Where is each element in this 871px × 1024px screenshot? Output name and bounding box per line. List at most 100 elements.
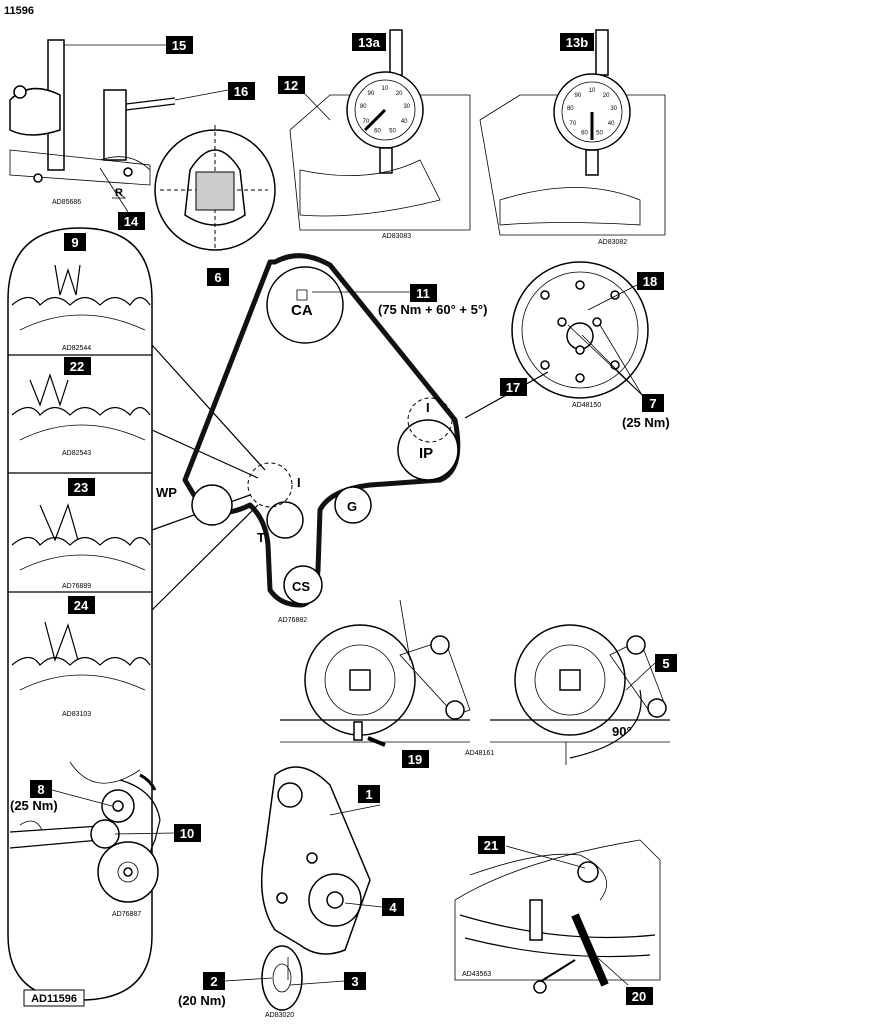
svg-text:2: 2: [210, 974, 217, 989]
dial-13a-scale-label: 30: [403, 104, 410, 110]
callout-9: 9: [64, 233, 86, 251]
camshaft-pulley: [266, 266, 344, 344]
svg-text:11: 11: [416, 286, 430, 301]
ref-ad43563: AD43563: [462, 971, 491, 978]
guide-pulley: [334, 486, 372, 524]
callout-7: 7: [642, 394, 664, 412]
injection-pump-pulley: [397, 419, 459, 481]
ref-ad83083: AD83083: [382, 233, 411, 240]
timing-belt-layout: [182, 253, 461, 608]
callout-5: 5: [655, 654, 677, 672]
svg-text:13a: 13a: [358, 35, 380, 50]
svg-text:15: 15: [172, 38, 186, 53]
callout-24: 24: [68, 596, 95, 614]
dial-13b-scale-label: 60: [581, 131, 588, 137]
dial-13a-scale-label: 20: [396, 91, 403, 97]
svg-text:5: 5: [662, 656, 669, 671]
torque-11: (75 Nm + 60° + 5°): [378, 302, 487, 317]
svg-text:12: 12: [284, 78, 298, 93]
engine-bracket-illustration: [260, 766, 371, 1011]
dial-13b-scale-label: 10: [589, 88, 596, 94]
tensioner-adjust-illustration: [9, 761, 161, 903]
callout-13b: 13b: [560, 33, 594, 51]
label-cs: CS: [292, 579, 310, 594]
svg-text:10: 10: [180, 826, 194, 841]
svg-text:9: 9: [71, 235, 78, 250]
dial-gauge-13b: [479, 29, 666, 236]
dial-13b-scale-label: 70: [570, 121, 577, 127]
svg-text:24: 24: [74, 598, 89, 613]
svg-text:17: 17: [506, 380, 520, 395]
callout-4: 4: [382, 898, 404, 916]
footer-code: AD11596: [31, 993, 77, 1005]
dial-13a-scale-label: 10: [382, 86, 389, 92]
lower-access-illustration: [454, 839, 661, 994]
callout-11: 11: [410, 284, 437, 302]
label-t: T: [257, 530, 265, 545]
svg-text:16: 16: [234, 84, 248, 99]
callout-21: 21: [478, 836, 505, 854]
cam-profile-detail: [154, 125, 276, 251]
svg-text:6: 6: [214, 270, 221, 285]
svg-text:7: 7: [649, 396, 656, 411]
svg-text:8: 8: [37, 782, 44, 797]
footer-code-box: AD11596: [23, 989, 85, 1007]
svg-text:13b: 13b: [566, 35, 588, 50]
angle-90: 90°: [612, 724, 632, 739]
callout-15: 15: [166, 36, 193, 54]
dial-13b-scale-label: 30: [610, 106, 617, 112]
callout-20: 20: [626, 987, 653, 1005]
dial-13b-scale-label: 90: [575, 93, 582, 99]
torque-8: (25 Nm): [10, 798, 58, 813]
svg-text:20: 20: [632, 989, 646, 1004]
ref-ad83103: AD83103: [62, 711, 91, 718]
callout-22: 22: [64, 357, 91, 375]
callout-2: 2: [203, 972, 225, 990]
label-g: G: [347, 499, 357, 514]
torque-2: (20 Nm): [178, 993, 226, 1008]
dial-gauge-13a: [289, 29, 471, 231]
ref-ad83082: AD83082: [598, 239, 627, 246]
callout-6: 6: [207, 268, 229, 286]
ref-ad48161: AD48161: [465, 750, 494, 757]
crankshaft-pulley: [283, 565, 323, 605]
ref-ad76882: AD76882: [278, 617, 307, 624]
doc-id: 11596: [4, 5, 34, 17]
callout-14: 14: [118, 212, 145, 230]
water-pump-pulley: [191, 484, 233, 526]
ref-ad82544: AD82544: [62, 345, 91, 352]
dial-13a-scale-label: 40: [401, 119, 408, 125]
dial-13a-scale-label: 50: [389, 129, 396, 135]
callout-17: 17: [500, 378, 527, 396]
callout-18: 18: [637, 272, 664, 290]
torque-7: (25 Nm): [622, 415, 670, 430]
callout-8: 8: [30, 780, 52, 798]
ref-ad83020: AD83020: [265, 1012, 294, 1019]
marker-i-t: I: [297, 475, 301, 490]
svg-text:18: 18: [643, 274, 657, 289]
label-ca: CA: [291, 302, 313, 319]
dial-13a-scale-label: 80: [360, 104, 367, 110]
ref-ad48150: AD48150: [572, 402, 601, 409]
svg-text:21: 21: [484, 838, 498, 853]
svg-text:4: 4: [389, 900, 397, 915]
callout-19: 19: [402, 750, 429, 768]
marker-i-ip: I: [426, 400, 430, 415]
svg-text:3: 3: [351, 974, 358, 989]
label-ip: IP: [419, 445, 433, 462]
ref-ad85686: AD85686: [52, 199, 81, 206]
callout-12: 12: [278, 76, 305, 94]
dial-13b-scale-label: 40: [608, 121, 615, 127]
svg-text:23: 23: [74, 480, 88, 495]
callout-1: 1: [358, 785, 380, 803]
callout-3: 3: [344, 972, 366, 990]
dial-13b-scale-label: 80: [567, 106, 574, 112]
ref-ad76889: AD76889: [62, 583, 91, 590]
dial-13a-scale-label: 90: [368, 91, 375, 97]
dial-13b-scale-label: 50: [596, 131, 603, 137]
svg-text:1: 1: [365, 787, 372, 802]
injection-pump-sprocket: [464, 261, 649, 419]
label-wp: WP: [156, 485, 177, 500]
